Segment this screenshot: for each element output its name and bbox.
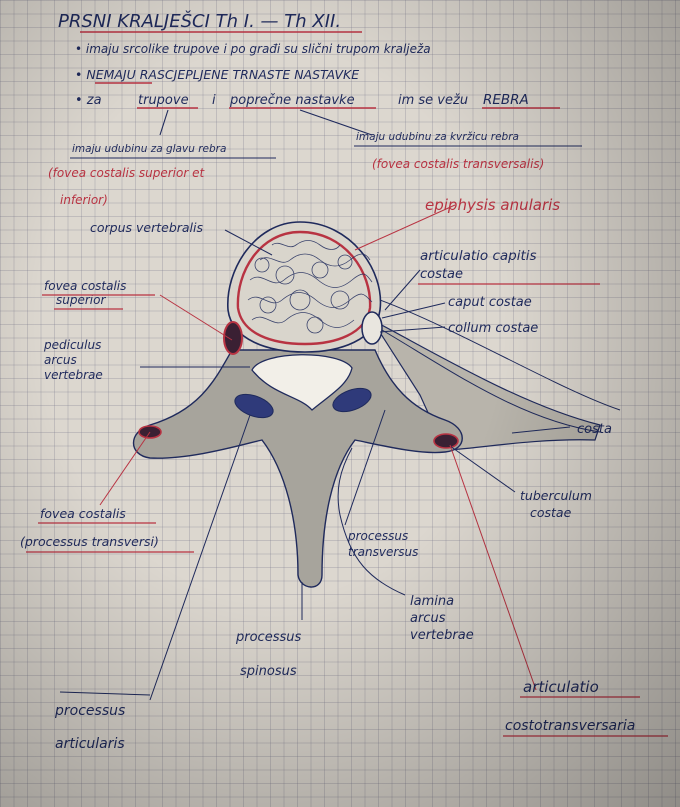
label-pediculus-3: vertebrae — [44, 368, 103, 382]
label-articulatio-costotransversaria-1: articulatio — [523, 678, 599, 696]
processus-articularis-left — [234, 393, 274, 419]
notes-block: imaju udubinu za glavu rebra (fovea cost… — [48, 131, 582, 207]
label-lamina-3: vertebrae — [410, 628, 474, 643]
tuberculum-costae-facet — [433, 433, 459, 449]
label-epiphysis-anularis: epiphysis anularis — [425, 196, 560, 214]
arrow-right — [299, 109, 373, 136]
header-block: PRSNI KRALJEŠCI Th I. — Th XII. • imaju … — [58, 10, 560, 136]
label-fovea-costalis-1: fovea costalis — [40, 506, 126, 521]
note-left-3: inferior) — [60, 193, 108, 207]
label-processus-spinosus-2: spinosus — [240, 664, 297, 679]
rib-upper-edge — [379, 299, 621, 411]
label-lamina-2: arcus — [410, 611, 446, 626]
label-fovea-costalis-2: (processus transversi) — [20, 534, 159, 549]
label-processus-spinosus-1: processus — [235, 630, 301, 645]
note-left-2: (fovea costalis superior et — [48, 166, 205, 180]
note-right-2: (fovea costalis transversalis) — [372, 157, 544, 171]
corpus-vertebralis-shape — [227, 221, 382, 353]
page-title: PRSNI KRALJEŠCI Th I. — Th XII. — [58, 10, 341, 32]
label-articulatio-capitis-1: articulatio capitis — [420, 248, 537, 264]
label-lamina-1: lamina — [410, 594, 454, 609]
label-corpus-vertebralis: corpus vertebralis — [90, 220, 204, 235]
label-tuberculum-1: tuberculum — [520, 488, 592, 503]
leader-lines — [59, 204, 571, 701]
label-articulatio-costotransversaria-2: costotransversaria — [505, 718, 635, 734]
bullet-1: • imaju srcolike trupove i po građi su s… — [75, 42, 431, 56]
label-fovea-costalis-superior-1: fovea costalis — [44, 279, 126, 293]
label-processus-articularis-1: processus — [54, 703, 125, 719]
label-processus-articularis-2: articularis — [55, 736, 125, 752]
note-right-1: imaju udubinu za kvržicu rebra — [356, 131, 519, 143]
label-caput-costae: caput costae — [448, 295, 532, 310]
label-costa: costa — [577, 422, 612, 437]
label-fovea-costalis-superior-2: superior — [56, 293, 106, 307]
bullet-3-poprecne: poprečne nastavke — [229, 93, 355, 108]
label-pediculus-2: arcus — [44, 353, 77, 367]
labels: corpus vertebralis epiphysis anularis ar… — [20, 196, 668, 752]
label-processus-transversus-1: processus — [347, 529, 408, 543]
label-processus-transversus-2: transversus — [348, 545, 418, 559]
arrow-left — [159, 109, 169, 136]
vertebral-foramen — [251, 354, 353, 411]
spongy-bone-texture — [247, 240, 373, 334]
bullet-2: • NEMAJU RASCJEPLJENE TRNASTE NASTAVKE — [75, 67, 359, 82]
bullet-3-rebra: REBRA — [483, 92, 529, 108]
label-tuberculum-2: costae — [530, 505, 572, 520]
bullet-3-mid: i — [212, 93, 216, 108]
bullet-3-prefix: • za — [75, 93, 102, 108]
fovea-costalis-superior-facet — [223, 321, 243, 355]
processus-articularis-right — [332, 387, 372, 413]
bullet-3-trupove: trupove — [138, 93, 189, 108]
epiphysis-anularis-ring — [236, 230, 372, 346]
rib-edge — [381, 329, 601, 433]
vertebral-arch — [133, 349, 463, 588]
label-pediculus-1: pediculus — [43, 338, 101, 352]
label-articulatio-capitis-2: costae — [420, 267, 463, 282]
caput-costae-shape — [361, 311, 383, 345]
note-left-1: imaju udubinu za glavu rebra — [72, 143, 226, 155]
bullet-3-suffix: im se vežu — [398, 93, 468, 108]
vertebra-drawing — [133, 221, 621, 588]
label-collum-costae: collum costae — [448, 321, 538, 336]
